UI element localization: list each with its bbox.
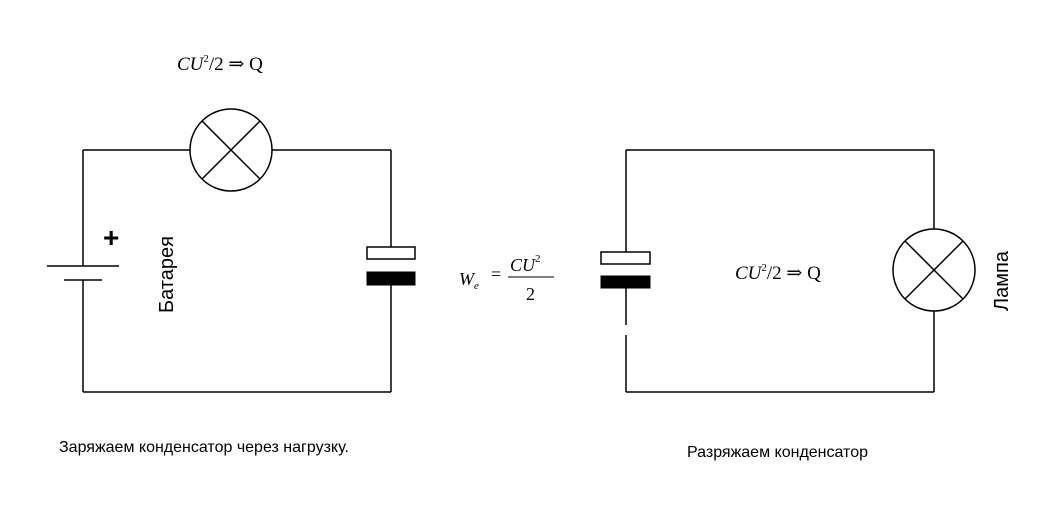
- energy-denominator: 2: [526, 284, 535, 304]
- formula-top-left: CU2/2 ⇒ Q: [177, 53, 263, 75]
- battery-label: Батарея: [156, 236, 178, 313]
- formula-right: CU2/2 ⇒ Q: [735, 262, 821, 284]
- capacitor-icon: [600, 251, 651, 289]
- right-caption: Разряжаем конденсатор: [687, 444, 868, 461]
- capacitor-icon: [366, 246, 416, 286]
- lamp-label: Лампа: [991, 250, 1013, 311]
- energy-lhs: We: [459, 269, 479, 292]
- lamp-icon: [892, 228, 976, 312]
- polarity-plus: +: [103, 222, 119, 253]
- right-circuit: [625, 149, 935, 393]
- left-circuit: [82, 149, 392, 393]
- energy-equals: =: [491, 264, 501, 284]
- lamp-icon: [189, 108, 273, 192]
- left-caption: Заряжаем конденсатор через нагрузку.: [59, 439, 349, 456]
- energy-numerator: CU2: [510, 253, 541, 275]
- battery-icon: [47, 265, 119, 281]
- energy-formula: We = CU2 2: [459, 253, 554, 304]
